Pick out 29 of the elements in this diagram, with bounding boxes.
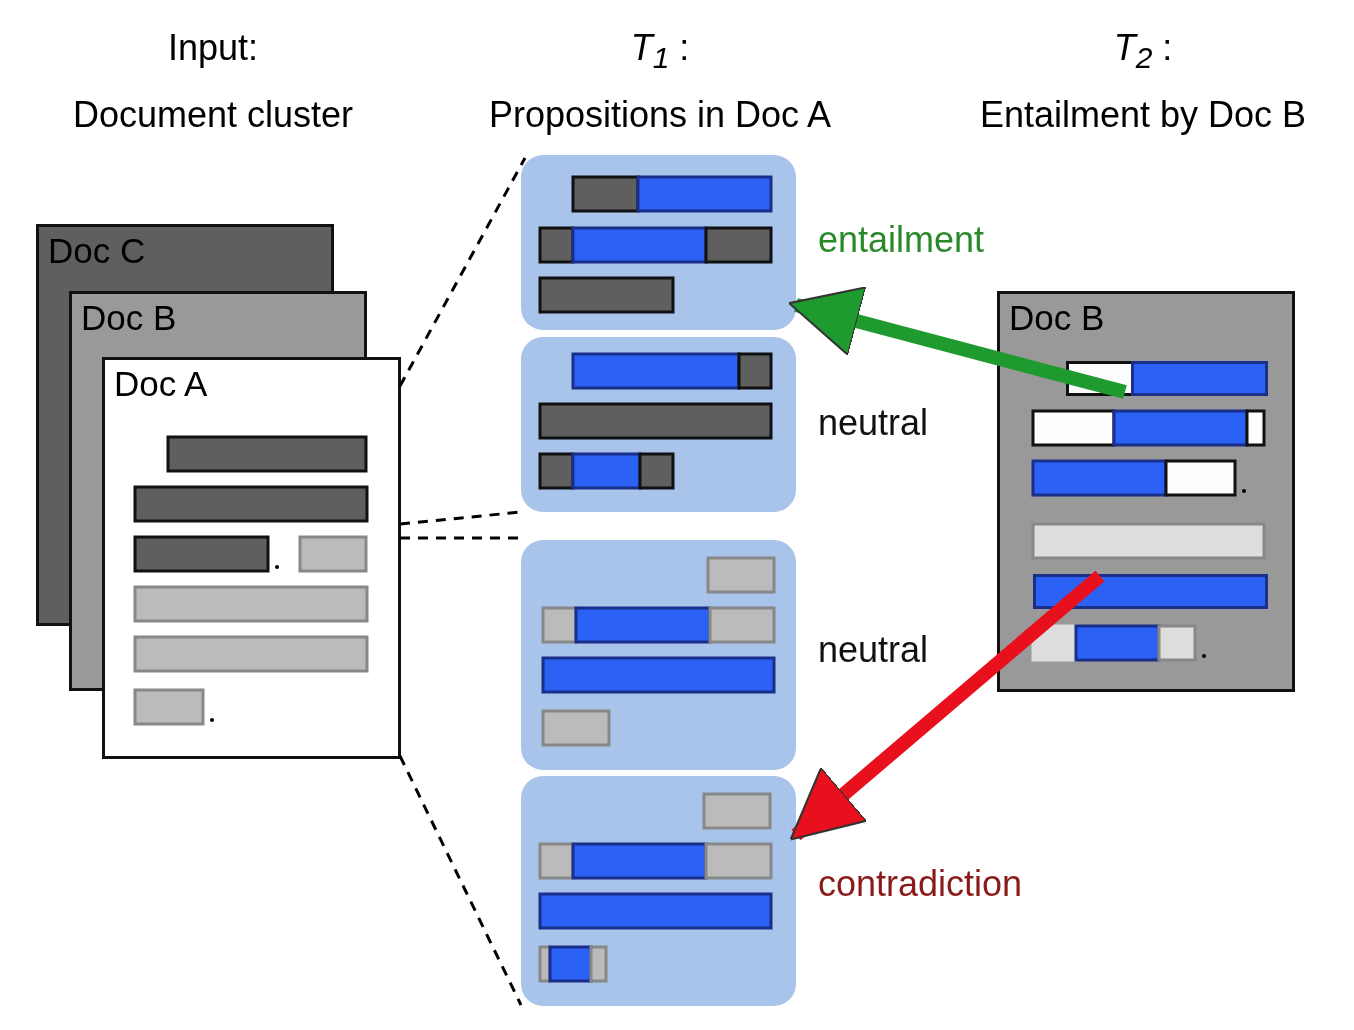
document-page xyxy=(36,224,334,291)
document-page xyxy=(102,357,401,759)
text-line-bar xyxy=(1033,574,1265,609)
document-page xyxy=(69,291,367,357)
column-heading: T$_{1}$ : xyxy=(630,27,690,77)
dashed-line xyxy=(398,755,523,1006)
relation-label: neutral xyxy=(818,402,929,444)
arrow xyxy=(789,570,1105,841)
column-heading: Input: xyxy=(167,27,259,69)
column-heading: Propositions in Doc A xyxy=(488,94,832,136)
document-title: Doc C xyxy=(48,231,146,271)
document-page xyxy=(997,291,1295,692)
text-line-bar xyxy=(1066,361,1265,396)
column-heading: Document cluster xyxy=(72,94,354,136)
relation-label: neutral xyxy=(818,629,929,671)
column-heading: Entailment by Doc B xyxy=(979,94,1307,136)
document-title: Doc B xyxy=(1009,298,1105,338)
arrow xyxy=(788,286,1127,399)
dashed-line xyxy=(400,536,521,540)
column-heading: T$_{2}$ : xyxy=(1113,27,1173,77)
relation-label: entailment xyxy=(818,219,985,261)
proposition-panel xyxy=(521,776,796,1006)
dashed-line xyxy=(398,157,527,387)
document-title: Doc B xyxy=(81,298,177,338)
document-title: Doc A xyxy=(114,364,208,404)
relation-label: contradiction xyxy=(818,863,1023,905)
proposition-panel xyxy=(521,540,796,770)
proposition-panel xyxy=(521,155,796,330)
proposition-panel xyxy=(521,337,796,512)
